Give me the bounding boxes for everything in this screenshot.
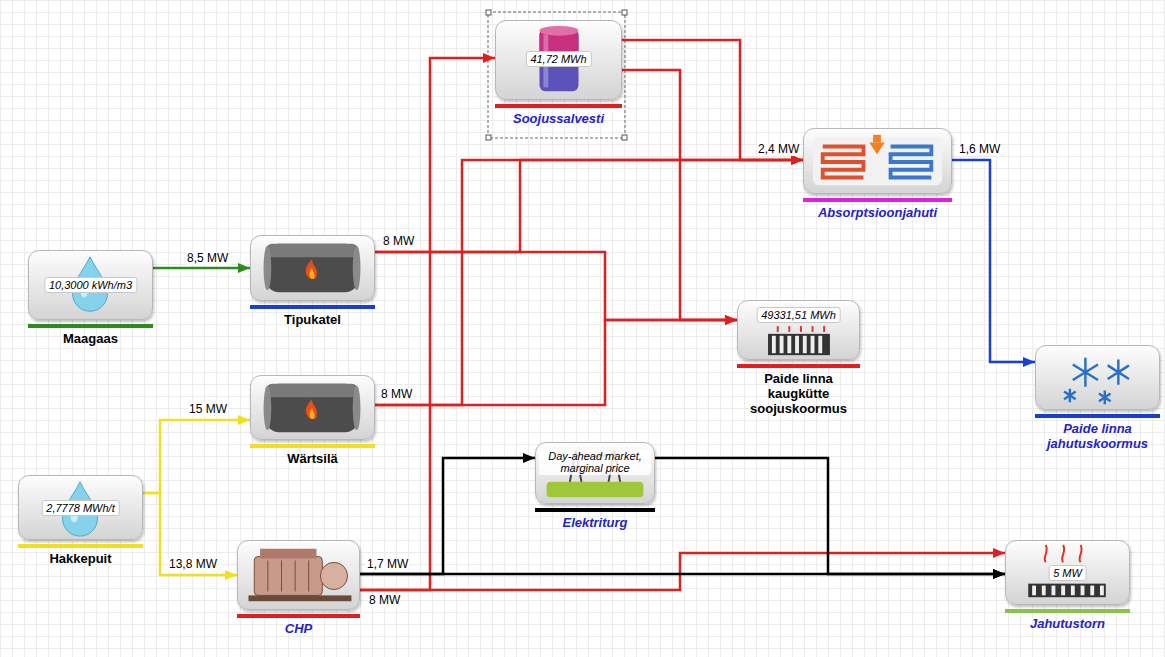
- flow-connector: [952, 160, 1035, 362]
- component-name: Maagaas: [28, 331, 153, 346]
- component-icon: [250, 375, 375, 440]
- component-name: Elektriturg: [530, 515, 660, 530]
- flow-connector: [375, 160, 803, 252]
- value-readout: 41,72 MWh: [525, 51, 591, 67]
- selection-handle: [622, 135, 627, 140]
- flow-rate-label: 13,8 MW: [168, 558, 218, 571]
- underline-bar: [28, 324, 153, 328]
- value-readout: 49331,51 MWh: [756, 307, 841, 323]
- component-icon: [1035, 345, 1160, 410]
- component-name: Jahutustorn: [1003, 616, 1133, 631]
- component-icon: 10,3000 kWh/m3: [28, 250, 153, 320]
- flow-connector: [360, 553, 1005, 590]
- component-node: 10,3000 kWh/m3Maagaas: [28, 250, 153, 346]
- flow-connector: [655, 458, 1005, 574]
- underline-bar: [1005, 609, 1130, 613]
- flow-connector: [360, 458, 535, 574]
- component-symbol: [238, 541, 359, 609]
- underline-bar: [737, 364, 860, 368]
- selection-handle: [486, 135, 491, 140]
- flow-connector: [375, 160, 803, 405]
- value-readout: Day-ahead market, marginal price: [539, 449, 651, 475]
- component-symbol: [251, 376, 374, 439]
- component-icon: 49331,51 MWh: [737, 300, 860, 360]
- flow-connector: [622, 70, 737, 320]
- underline-bar: [535, 508, 655, 512]
- component-name: Wärtsilä: [250, 451, 375, 466]
- component-name: Paide linna kaugkütte soojuskoormus: [740, 371, 858, 416]
- component-icon: 5 MW: [1005, 540, 1130, 605]
- flow-rate-label: 1,7 MW: [366, 558, 409, 571]
- component-icon: Day-ahead market, marginal price: [535, 442, 655, 504]
- flow-rate-label: 1,6 MW: [958, 143, 1001, 156]
- flow-rate-label: 2,4 MW: [757, 143, 800, 156]
- underline-bar: [1035, 414, 1160, 418]
- component-symbol: [1036, 346, 1159, 409]
- underline-bar: [237, 614, 360, 618]
- component-node: Paide linna jahutuskoormus: [1035, 345, 1160, 451]
- value-readout: 5 MW: [1048, 565, 1087, 581]
- underline-bar: [495, 104, 622, 108]
- flow-rate-label: 8 MW: [380, 388, 413, 401]
- component-icon: 2,7778 MWh/t: [18, 475, 143, 540]
- value-readout: 10,3000 kWh/m3: [44, 277, 137, 293]
- flow-rate-label: 15 MW: [188, 403, 228, 416]
- component-icon: [250, 235, 375, 301]
- underline-bar: [250, 444, 375, 448]
- flow-rate-label: 8,5 MW: [186, 252, 229, 265]
- component-name: Tipukatel: [250, 312, 375, 327]
- flow-rate-label: 8 MW: [368, 594, 401, 607]
- component-node: 41,72 MWhSoojussalvesti: [495, 20, 622, 126]
- selection-handle: [486, 10, 491, 15]
- component-node: 2,7778 MWh/tHakkepuit: [18, 475, 143, 566]
- underline-bar: [18, 544, 143, 548]
- underline-bar: [803, 198, 952, 202]
- flow-connector: [143, 493, 237, 575]
- component-name: Absorptsioonjahuti: [798, 205, 958, 220]
- flow-connector: [153, 267, 250, 270]
- component-node: Wärtsilä: [250, 375, 375, 466]
- component-node: Day-ahead market, marginal priceElektrit…: [535, 442, 655, 530]
- component-symbol: [251, 236, 374, 300]
- component-icon: [237, 540, 360, 610]
- component-node: CHP: [237, 540, 360, 636]
- component-name: Hakkepuit: [18, 551, 143, 566]
- component-name: CHP: [237, 621, 360, 636]
- component-icon: [803, 128, 952, 194]
- component-name: Paide linna jahutuskoormus: [1035, 421, 1160, 451]
- component-node: 49331,51 MWhPaide linna kaugkütte soojus…: [737, 300, 860, 416]
- component-name: Soojussalvesti: [490, 111, 627, 126]
- flow-connector: [360, 58, 495, 590]
- value-readout: 2,7778 MWh/t: [41, 500, 119, 516]
- component-node: Absorptsioonjahuti: [803, 128, 952, 220]
- selection-handle: [622, 10, 627, 15]
- underline-bar: [250, 305, 375, 309]
- component-icon: 41,72 MWh: [495, 20, 622, 100]
- flow-rate-label: 8 MW: [382, 235, 415, 248]
- component-node: Tipukatel: [250, 235, 375, 327]
- flow-connector: [143, 420, 250, 493]
- component-node: 5 MW Jahutustorn: [1005, 540, 1130, 631]
- flow-connector: [622, 40, 803, 160]
- component-symbol: [804, 129, 951, 193]
